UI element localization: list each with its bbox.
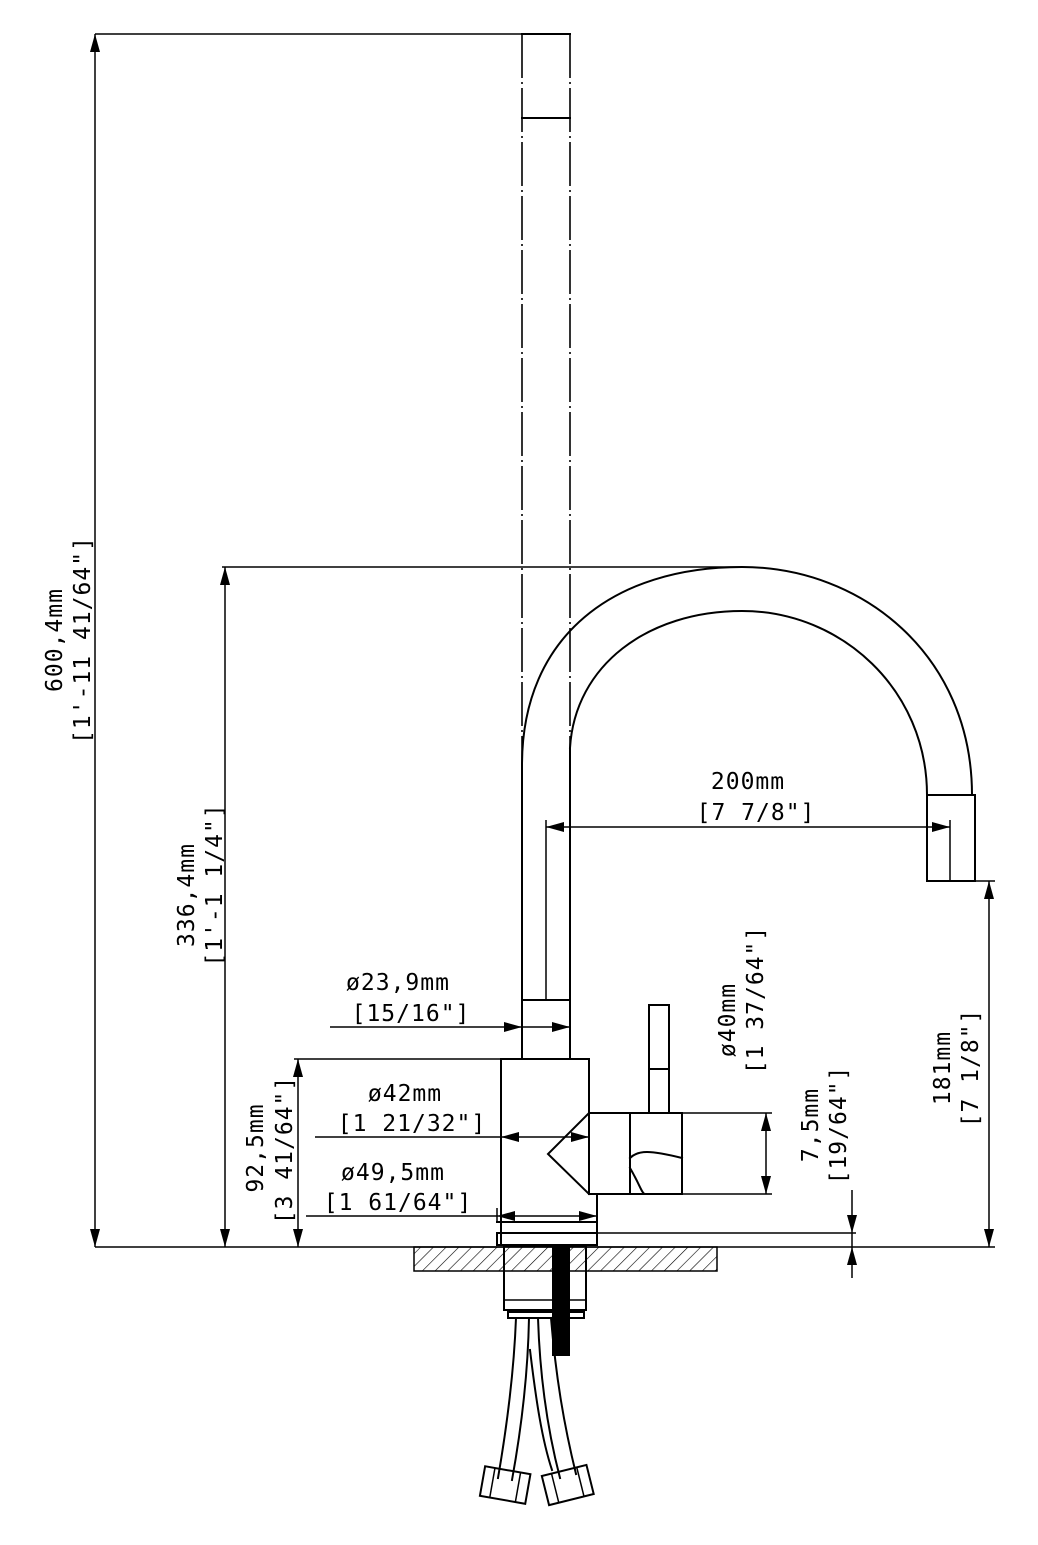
base-and-counter xyxy=(413,1221,718,1356)
outlet-height-imperial: [7 1/8"] xyxy=(958,1009,984,1128)
body-diameter-metric: ø42mm xyxy=(368,1081,442,1107)
spout-diameter-imperial: [15/16"] xyxy=(352,1001,471,1027)
dimension-lines xyxy=(90,33,995,1278)
faucet-outline xyxy=(413,33,976,1507)
extended-spout-phantom xyxy=(521,33,571,780)
lever-handle xyxy=(588,1004,684,1196)
body-height-imperial: [3 41/64"] xyxy=(272,1076,298,1224)
spout-height-imperial: [1'-1 1/4"] xyxy=(202,803,228,966)
spout-collar xyxy=(521,999,571,1060)
total-height-metric: 600,4mm xyxy=(42,588,68,692)
base-diameter-metric: ø49,5mm xyxy=(341,1160,445,1186)
body-height-metric: 92,5mm xyxy=(243,1103,269,1192)
base-diameter-imperial: [1 61/64"] xyxy=(324,1190,472,1216)
outlet-height-metric: 181mm xyxy=(930,1031,956,1105)
spout-diameter-metric: ø23,9mm xyxy=(346,970,450,996)
dimension-labels: 600,4mm [1'-11 41/64"] 336,4mm [1'-1 1/4… xyxy=(42,536,984,1224)
base-thickness-metric: 7,5mm xyxy=(798,1088,824,1162)
handle-diameter-imperial: [1 37/64"] xyxy=(743,926,769,1074)
handle-diameter-metric: ø40mm xyxy=(715,983,741,1057)
spout-reach-metric: 200mm xyxy=(711,769,785,795)
body-diameter-imperial: [1 21/32"] xyxy=(338,1111,486,1137)
base-thickness-imperial: [19/64"] xyxy=(826,1066,852,1185)
total-height-imperial: [1'-11 41/64"] xyxy=(70,536,96,744)
spout-reach-imperial: [7 7/8"] xyxy=(697,800,816,826)
spout-height-metric: 336,4mm xyxy=(174,843,200,947)
gooseneck-spout xyxy=(520,565,976,1001)
supply-hoses xyxy=(478,1316,595,1507)
